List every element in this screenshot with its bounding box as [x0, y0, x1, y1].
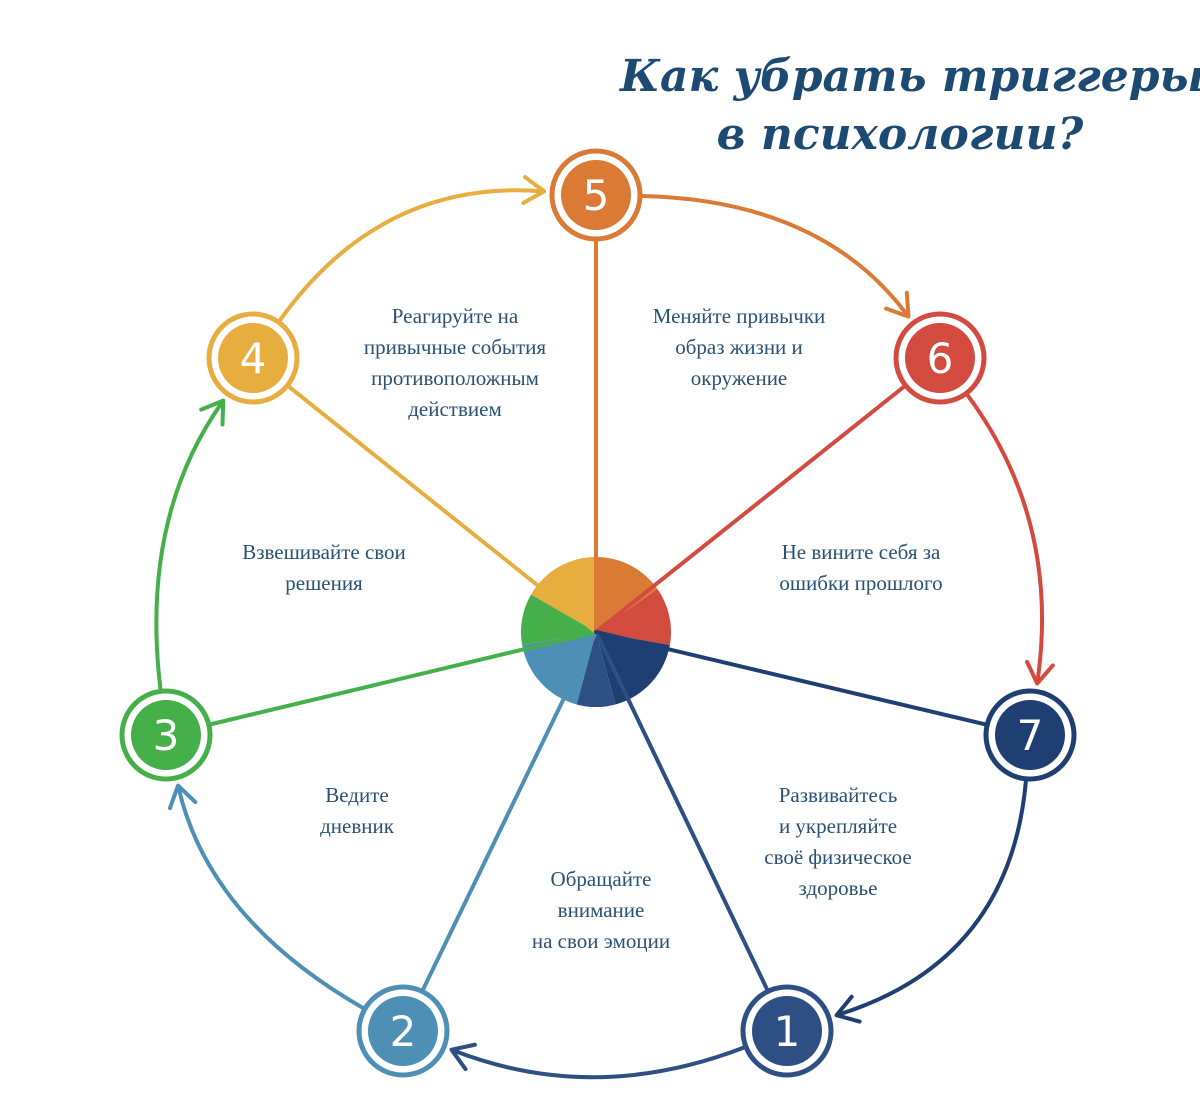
node-border [549, 148, 643, 242]
step-description-2: Обращайте внимание на свои эмоции [532, 867, 670, 953]
step-descriptions: Развивайтесь и укрепляйте своё физическое з… [242, 304, 942, 953]
description-line: решения [285, 571, 363, 595]
hub-sector-6 [596, 588, 671, 646]
center-hub [521, 557, 671, 708]
arrow-5-to-6 [639, 194, 909, 316]
arrowhead-2 [449, 1042, 477, 1072]
spoke-7 [594, 630, 990, 727]
arrow-6-to-7 [965, 392, 1044, 682]
step-nodes: 1 2 3 4 5 6 7 [119, 148, 1077, 1078]
step-node-2: 2 [356, 984, 450, 1078]
node-border [893, 311, 987, 405]
step-node-6: 6 [893, 311, 987, 405]
hub-sector-3 [521, 594, 596, 646]
node-fill [218, 323, 288, 393]
hub-sector-4 [531, 557, 596, 632]
hub-sector-7 [596, 632, 670, 705]
node-border [206, 311, 300, 405]
description-line: привычные события [364, 335, 547, 359]
step-number: 5 [583, 171, 610, 220]
step-node-3: 3 [119, 688, 213, 782]
description-line: Не вините себя за [782, 540, 941, 564]
arrow-2-to-3 [176, 787, 366, 1011]
step-node-5: 5 [549, 148, 643, 242]
node-border [356, 984, 450, 1078]
description-line: дневник [320, 814, 395, 838]
node-fill [752, 996, 822, 1066]
node-border [119, 688, 213, 782]
step-number: 7 [1017, 711, 1044, 760]
spoke-3 [206, 630, 598, 727]
arrow-1-to-2 [453, 1045, 747, 1080]
arrowhead-5 [521, 175, 547, 205]
node-border [983, 688, 1077, 782]
arrowhead-1 [834, 994, 862, 1024]
description-line: своё физическое [764, 845, 911, 869]
description-line: ошибки прошлого [779, 571, 942, 595]
spoke-4 [285, 383, 598, 634]
description-line: действием [408, 397, 502, 421]
description-line: окружение [691, 366, 788, 390]
hub-sector-5 [596, 557, 658, 632]
arrowhead-6 [884, 290, 911, 319]
step-number: 4 [240, 334, 267, 383]
step-description-1: Развивайтесь и укрепляйте своё физическое з… [764, 783, 911, 900]
description-line: образ жизни и [675, 335, 803, 359]
node-fill [368, 996, 438, 1066]
diagram-title: Как убрать триггеры в психологии? [620, 48, 1200, 164]
arrow-7-to-1 [838, 778, 1028, 1017]
description-line: и укрепляйте [779, 814, 897, 838]
node-fill [995, 700, 1065, 770]
description-line: внимание [558, 898, 645, 922]
node-fill [131, 700, 201, 770]
spoke-2 [420, 630, 598, 994]
hub-sector-1 [576, 632, 616, 708]
description-line: Обращайте [551, 867, 652, 891]
spoke-6 [594, 383, 908, 634]
description-line: противоположным [371, 366, 539, 390]
arrow-3-to-4 [154, 401, 223, 692]
spoke-1 [594, 630, 771, 994]
node-fill [561, 160, 631, 230]
description-line: Взвешивайте свои [242, 540, 406, 564]
arrowhead-4 [199, 398, 226, 427]
node-fill [905, 323, 975, 393]
description-line: здоровье [799, 876, 878, 900]
arrowhead-3 [168, 783, 198, 811]
step-description-4: Взвешивайте свои решения [242, 540, 406, 595]
step-node-1: 1 [740, 984, 834, 1078]
description-line: Развивайтесь [779, 783, 898, 807]
step-number: 1 [774, 1007, 801, 1056]
title-line-1: Как убрать триггеры [620, 51, 1200, 102]
hub-sector-2 [522, 632, 596, 705]
description-line: Ведите [325, 783, 388, 807]
step-node-7: 7 [983, 688, 1077, 782]
description-line: Реагируйте на [392, 304, 519, 328]
step-description-5: Реагируйте на привычные события противопол… [364, 304, 547, 421]
description-line: на свои эмоции [532, 929, 670, 953]
step-description-6: Меняйте привычки образ жизни и окружение [653, 304, 826, 390]
node-border [740, 984, 834, 1078]
arrowhead-7 [1025, 659, 1055, 686]
description-line: Меняйте привычки [653, 304, 826, 328]
spokes [206, 237, 990, 994]
title-line-2: в психологии? [716, 109, 1084, 160]
step-number: 2 [390, 1007, 417, 1056]
step-description-7: Не вините себя за ошибки прошлого [779, 540, 942, 595]
step-node-4: 4 [206, 311, 300, 405]
cycle-arrows [154, 175, 1055, 1080]
arrow-4-to-5 [277, 188, 543, 323]
step-number: 3 [153, 711, 180, 760]
step-description-3: Ведите дневник [320, 783, 395, 838]
step-number: 6 [927, 334, 954, 383]
